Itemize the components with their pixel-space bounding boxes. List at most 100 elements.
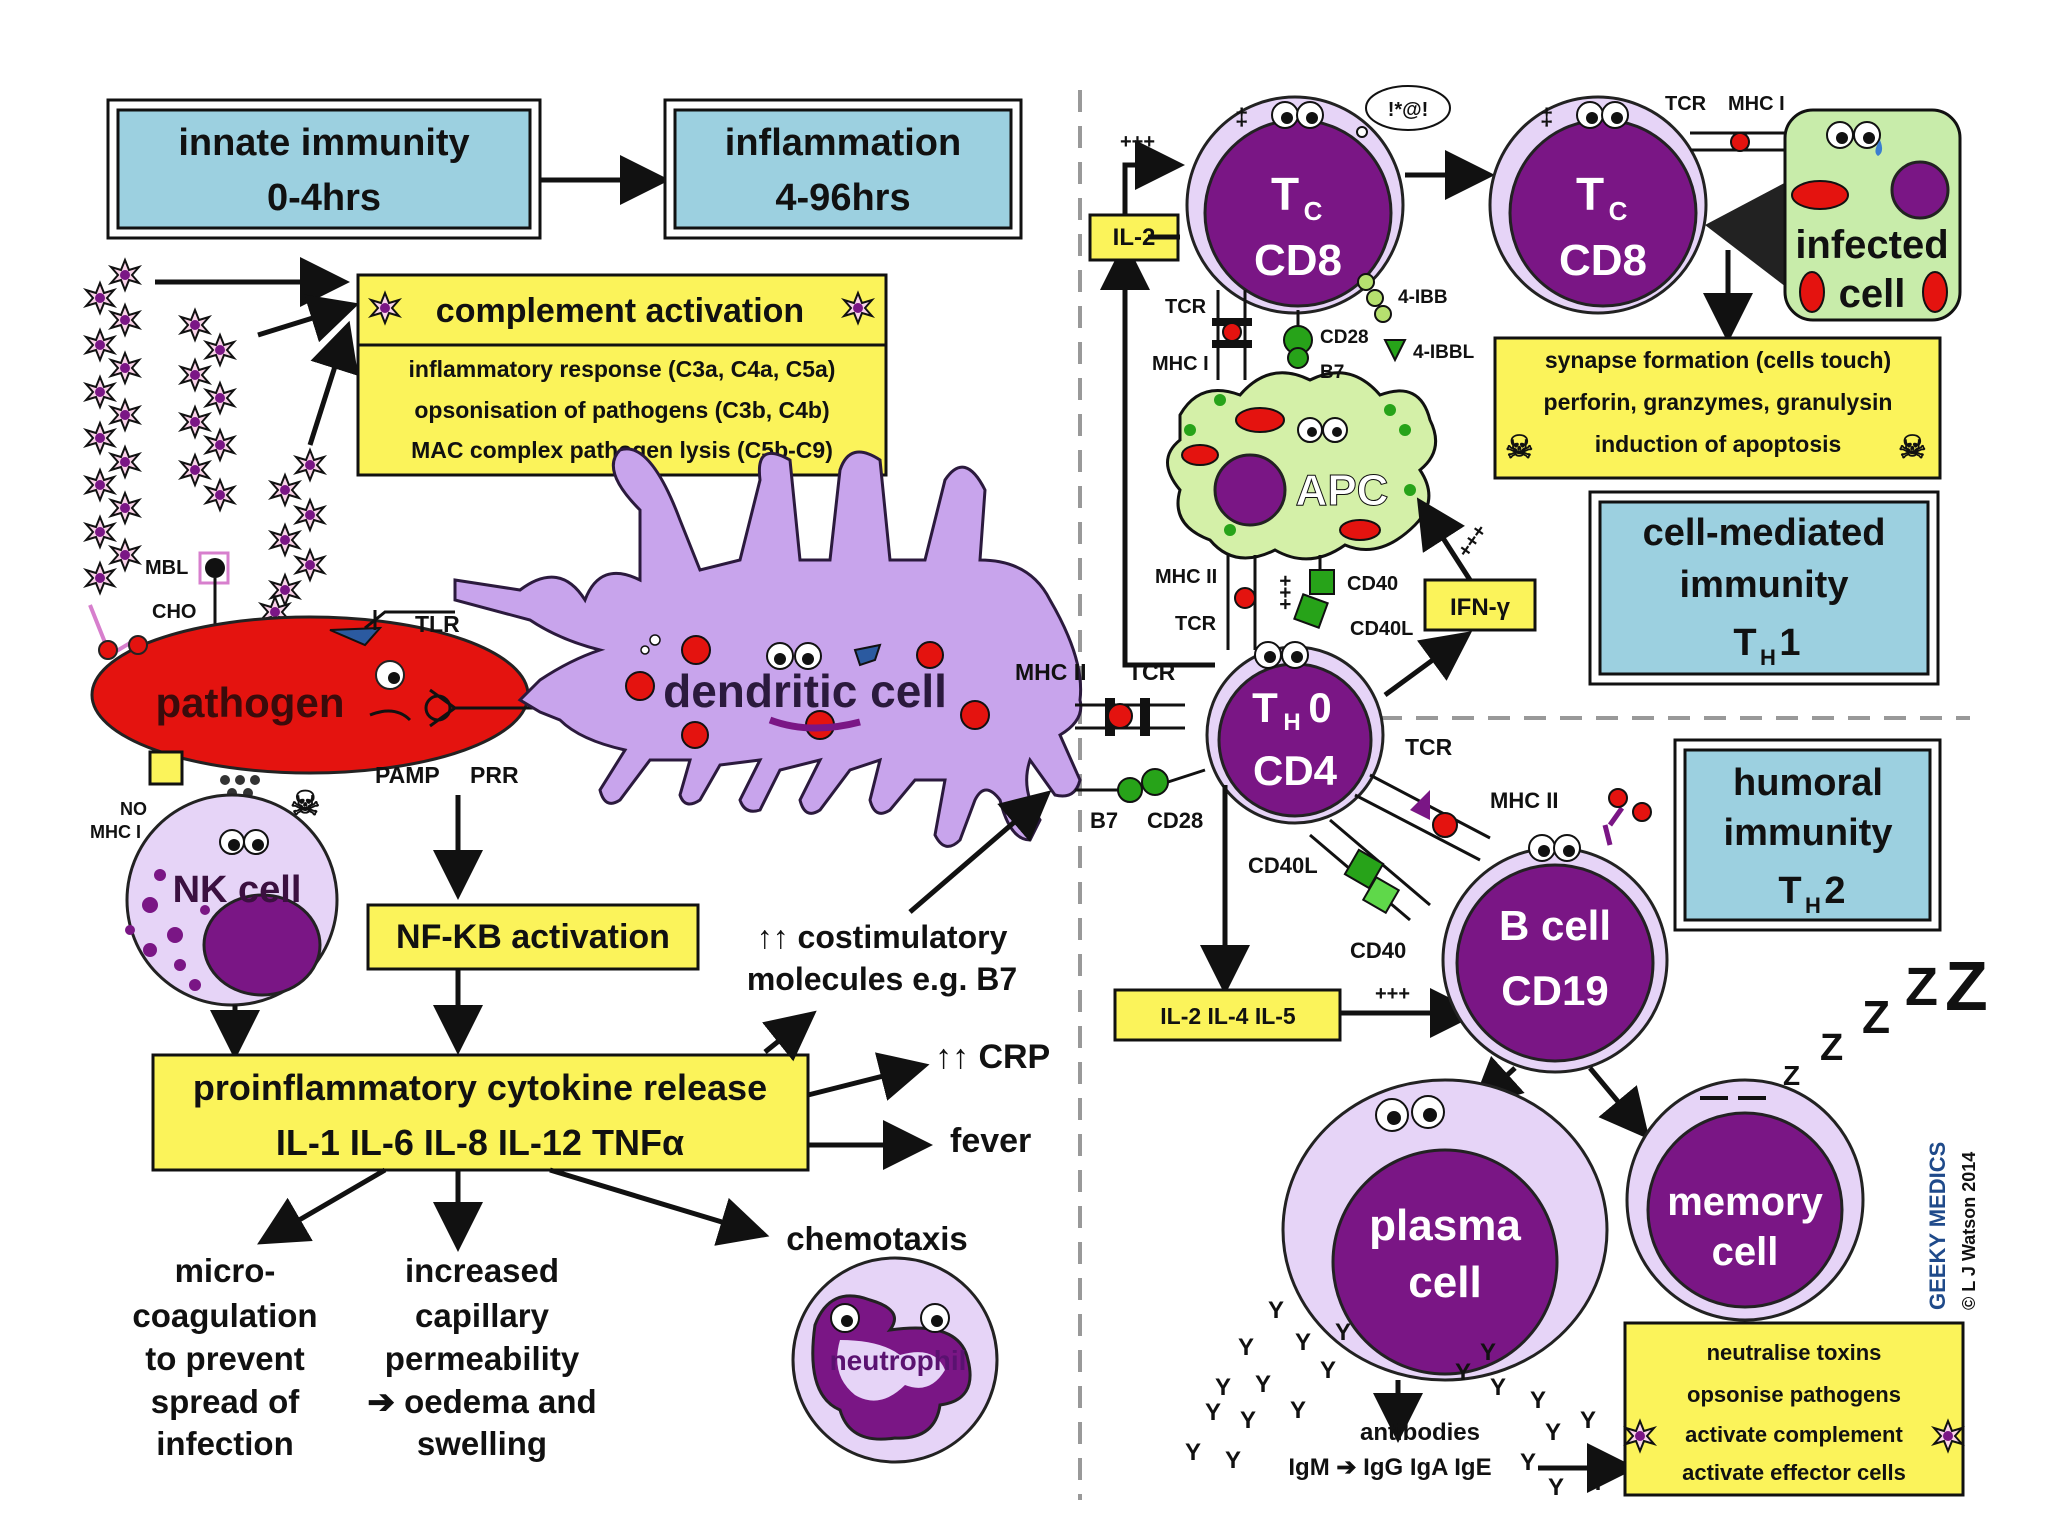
il2-to-tc-arrow — [1122, 140, 1185, 215]
infected-label-1: infected — [1795, 223, 1948, 267]
svg-text:spread of: spread of — [151, 1383, 301, 1420]
tc-infected-interface — [1690, 131, 1790, 290]
b-cell: B cell CD19 — [1441, 834, 1669, 1074]
cd40l-label-apc: CD40L — [1350, 618, 1413, 640]
cytotoxic-box: synapse formation (cells touch) perforin… — [1493, 336, 1942, 480]
svg-text:Y: Y — [1530, 1387, 1546, 1414]
microcoagulation-text: micro- coagulation to prevent spread of … — [132, 1252, 317, 1462]
pamp-icon — [424, 694, 452, 722]
scar-mark-2: ‡ — [1540, 104, 1553, 131]
svg-text:Y: Y — [1590, 1469, 1606, 1496]
th0-t: T — [1252, 684, 1278, 731]
svg-text:capillary: capillary — [415, 1297, 550, 1334]
cell-mediated-num: 1 — [1779, 622, 1800, 664]
svg-text:swelling: swelling — [417, 1425, 547, 1462]
tlr-label: TLR — [415, 611, 460, 637]
svg-text:Z: Z — [1905, 957, 1938, 1017]
ibb-label: 4-IBB — [1398, 287, 1448, 308]
cd40l-label-bcell: CD40L — [1248, 853, 1318, 878]
nfkb-box — [366, 903, 700, 971]
innate-title: innate immunity — [178, 122, 469, 164]
nk-cell: NK cell — [125, 793, 339, 1007]
sleep-zs: Z Z Z Z Z — [1783, 947, 1988, 1091]
svg-text:Y: Y — [1205, 1399, 1221, 1426]
svg-text:Y: Y — [1290, 1397, 1306, 1424]
mhc1-label-tc: MHC I — [1152, 353, 1209, 375]
mhc1-label-infected: MHC I — [1728, 93, 1785, 115]
humoral-line2: immunity — [1724, 812, 1893, 854]
nfkb-label: NF-KB activation — [396, 918, 670, 956]
plus-il2: +++ — [1120, 131, 1155, 153]
inflammation-title: inflammation — [725, 122, 961, 164]
svg-text:Y: Y — [1255, 1371, 1271, 1398]
humoral-box: humoral immunity T H 2 — [1673, 738, 1942, 932]
dendritic-cell: dendritic cell — [453, 447, 1083, 848]
mbl-icon — [205, 558, 225, 578]
svg-text:Z: Z — [1945, 947, 1988, 1025]
tc2-t: T — [1576, 168, 1604, 220]
tc2-cd8: CD8 — [1559, 236, 1647, 285]
cho-label: CHO — [152, 601, 196, 623]
infected-label-2: cell — [1839, 272, 1906, 316]
svg-text:Y: Y — [1580, 1407, 1596, 1434]
plus-apc: +++ — [1275, 575, 1297, 610]
svg-text:Z: Z — [1820, 1027, 1843, 1069]
ibbl-label: 4-IBBL — [1413, 342, 1475, 363]
tcr-label-th0: TCR — [1405, 734, 1453, 760]
apc-label: APC — [1296, 466, 1389, 515]
bcell-cd19: CD19 — [1501, 967, 1608, 1014]
humoral-sub: H — [1805, 893, 1821, 918]
antibody-functions-box: neutralise toxins opsonise pathogens act… — [1623, 1321, 1965, 1497]
ab-function-2: opsonise pathogens — [1687, 1382, 1901, 1407]
proinflam-line1: proinflammatory cytokine release — [193, 1067, 767, 1108]
plus-ifn: +++ — [1454, 520, 1492, 561]
plasma-cell: plasma cell — [1281, 1078, 1609, 1382]
memory-label-2: cell — [1712, 1230, 1779, 1274]
tcr-label-infected: TCR — [1665, 93, 1707, 115]
scar-mark-1: ‡ — [1235, 104, 1248, 131]
neutrophil-cell: neutrophil — [791, 1256, 999, 1464]
cytotoxic-item-2: perforin, granzymes, granulysin — [1544, 389, 1893, 415]
proinflammatory-box: proinflammatory cytokine release IL-1 IL… — [151, 1053, 810, 1172]
costim-line1: ↑↑ costimulatory — [757, 919, 1008, 955]
svg-text:Y: Y — [1480, 1339, 1496, 1366]
hat-icon — [329, 626, 383, 647]
svg-text:Y: Y — [1225, 1447, 1241, 1474]
svg-text:to prevent: to prevent — [145, 1340, 305, 1377]
prr-label: PRR — [470, 762, 519, 788]
tc-apc-interface — [1212, 273, 1407, 380]
mhc2-tcr-interface-left — [1075, 698, 1206, 803]
cytotoxic-item-3: induction of apoptosis — [1595, 431, 1842, 457]
memory-cell: memory cell — [1625, 1078, 1865, 1322]
crp-label: ↑↑ CRP — [935, 1038, 1050, 1076]
cell-mediated-line1: cell-mediated — [1643, 512, 1886, 554]
chain-to-complement-arrow-2 — [257, 294, 360, 343]
humoral-line1: humoral — [1733, 762, 1883, 804]
brand-logo: GEEKY MEDICS — [1925, 1142, 1950, 1310]
apc-th0-interface — [1226, 555, 1335, 650]
svg-text:Z: Z — [1783, 1060, 1800, 1091]
svg-text:Y: Y — [1455, 1359, 1471, 1386]
antibodies-label: antibodies — [1360, 1419, 1480, 1446]
speech-bubble: !*@! — [1356, 85, 1451, 138]
cytokine-to-chemotaxis-arrow — [549, 1167, 770, 1246]
no-mhc1-label: MHC I — [90, 822, 141, 842]
th0-to-il2-arrow — [1100, 240, 1215, 668]
tc1-cd8: CD8 — [1254, 236, 1342, 285]
copyright: © L J Watson 2014 — [1959, 1152, 1979, 1310]
no-label: NO — [120, 799, 147, 819]
humoral-t: T — [1778, 870, 1801, 912]
mhc2-label-apc: MHC II — [1155, 566, 1217, 588]
th0-bcell-interface — [1309, 773, 1491, 922]
ab-function-3: activate complement — [1685, 1422, 1903, 1447]
svg-text:Y: Y — [1320, 1357, 1336, 1384]
plus-il-group: +++ — [1375, 983, 1410, 1005]
svg-text:Y: Y — [1545, 1419, 1561, 1446]
ab-function-4: activate effector cells — [1682, 1460, 1906, 1485]
cell-mediated-box: cell-mediated immunity T H 1 — [1588, 490, 1940, 686]
chemotaxis-label: chemotaxis — [786, 1220, 968, 1257]
th0-cd4: CD4 — [1253, 747, 1338, 794]
inflammation-box: inflammation 4-96hrs — [663, 98, 1023, 240]
complement-title: complement activation — [436, 292, 804, 330]
ifn-box — [1423, 578, 1537, 632]
